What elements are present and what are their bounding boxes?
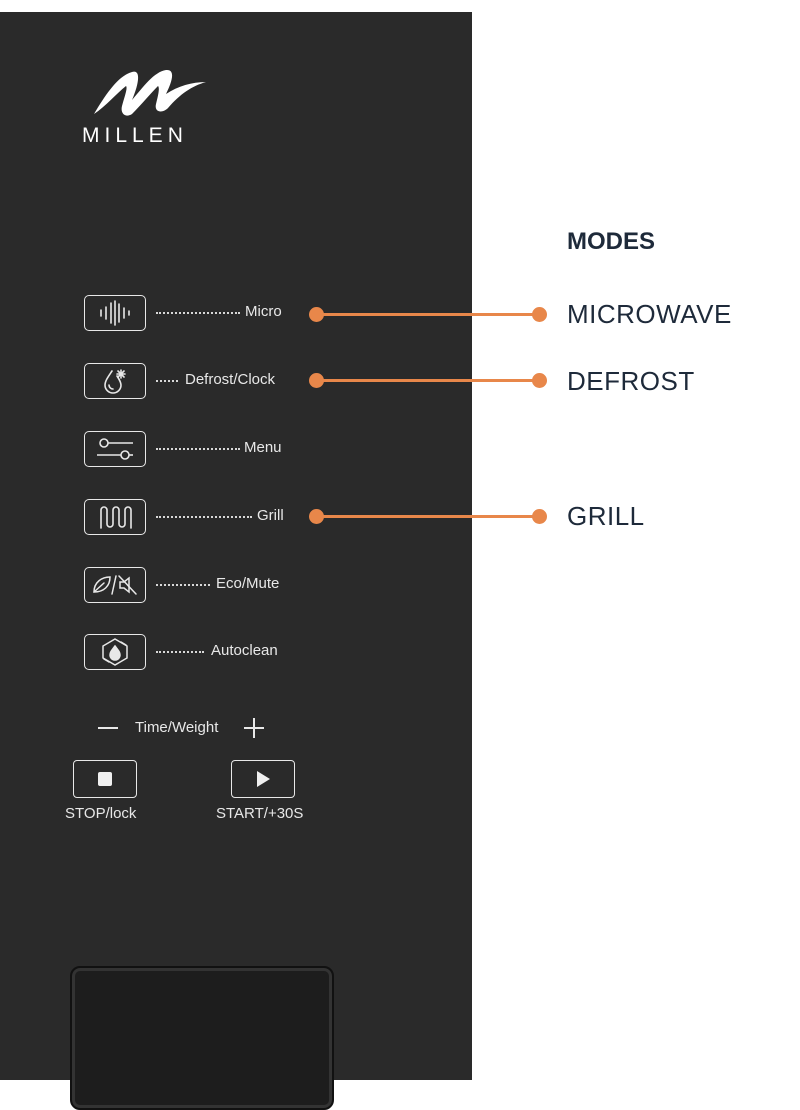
micro-row: Micro xyxy=(84,295,294,335)
micro-button[interactable] xyxy=(84,295,146,331)
start-label: START/+30S xyxy=(216,805,304,822)
autoclean-label: Autoclean xyxy=(211,642,278,659)
autoclean-row: Autoclean xyxy=(84,634,294,674)
time-weight-label: Time/Weight xyxy=(135,719,219,736)
grill-callout-line xyxy=(316,515,540,518)
menu-row: Menu xyxy=(84,431,294,471)
sliders-icon xyxy=(97,438,133,460)
dotted-leader xyxy=(156,448,240,450)
stop-square-icon xyxy=(98,772,112,786)
dotted-leader xyxy=(156,516,252,518)
plus-button-vertical[interactable] xyxy=(253,718,255,738)
minus-button[interactable] xyxy=(98,727,118,729)
start-button[interactable] xyxy=(231,760,295,798)
grill-coil-icon xyxy=(100,506,132,529)
micro-label: Micro xyxy=(245,303,282,320)
soundwave-icon xyxy=(100,300,130,326)
control-panel: MILLEN Micro Defrost/Clock xyxy=(0,12,472,1110)
menu-label: Menu xyxy=(244,439,282,456)
brand-logo: MILLEN xyxy=(82,64,212,154)
defrost-callout-line xyxy=(316,379,540,382)
door-handle xyxy=(70,966,334,1110)
dotted-leader xyxy=(156,380,178,382)
dotted-leader xyxy=(156,651,204,653)
micro-callout-line xyxy=(316,313,540,316)
stop-button[interactable] xyxy=(73,760,137,798)
eco-mute-label: Eco/Mute xyxy=(216,575,280,592)
dotted-leader xyxy=(156,584,210,586)
mode-defrost: DEFROST xyxy=(567,366,695,396)
brand-name: MILLEN xyxy=(82,124,188,147)
leaf-mute-icon xyxy=(93,575,137,595)
grill-label: Grill xyxy=(257,507,284,524)
drop-cycle-icon xyxy=(102,638,128,666)
defrost-clock-button[interactable] xyxy=(84,363,146,399)
dotted-leader xyxy=(156,312,240,314)
defrost-row: Defrost/Clock xyxy=(84,363,294,403)
eco-mute-button[interactable] xyxy=(84,567,146,603)
mode-microwave: MICROWAVE xyxy=(567,299,732,329)
millen-wave-icon xyxy=(94,69,206,116)
microwave-callout-dot xyxy=(532,307,547,322)
stop-label: STOP/lock xyxy=(65,805,137,822)
menu-button[interactable] xyxy=(84,431,146,467)
autoclean-button[interactable] xyxy=(84,634,146,670)
eco-mute-row: Eco/Mute xyxy=(84,567,294,607)
modes-title: MODES xyxy=(567,228,656,255)
defrost-clock-label: Defrost/Clock xyxy=(185,371,276,388)
grill-button[interactable] xyxy=(84,499,146,535)
defrost-mode-callout-dot xyxy=(532,373,547,388)
play-triangle-icon xyxy=(257,771,270,787)
drop-snowflake-icon xyxy=(104,369,126,394)
grill-row: Grill xyxy=(84,499,294,539)
mode-grill: GRILL xyxy=(567,501,645,531)
grill-mode-callout-dot xyxy=(532,509,547,524)
time-weight-control: Time/Weight xyxy=(98,716,278,742)
